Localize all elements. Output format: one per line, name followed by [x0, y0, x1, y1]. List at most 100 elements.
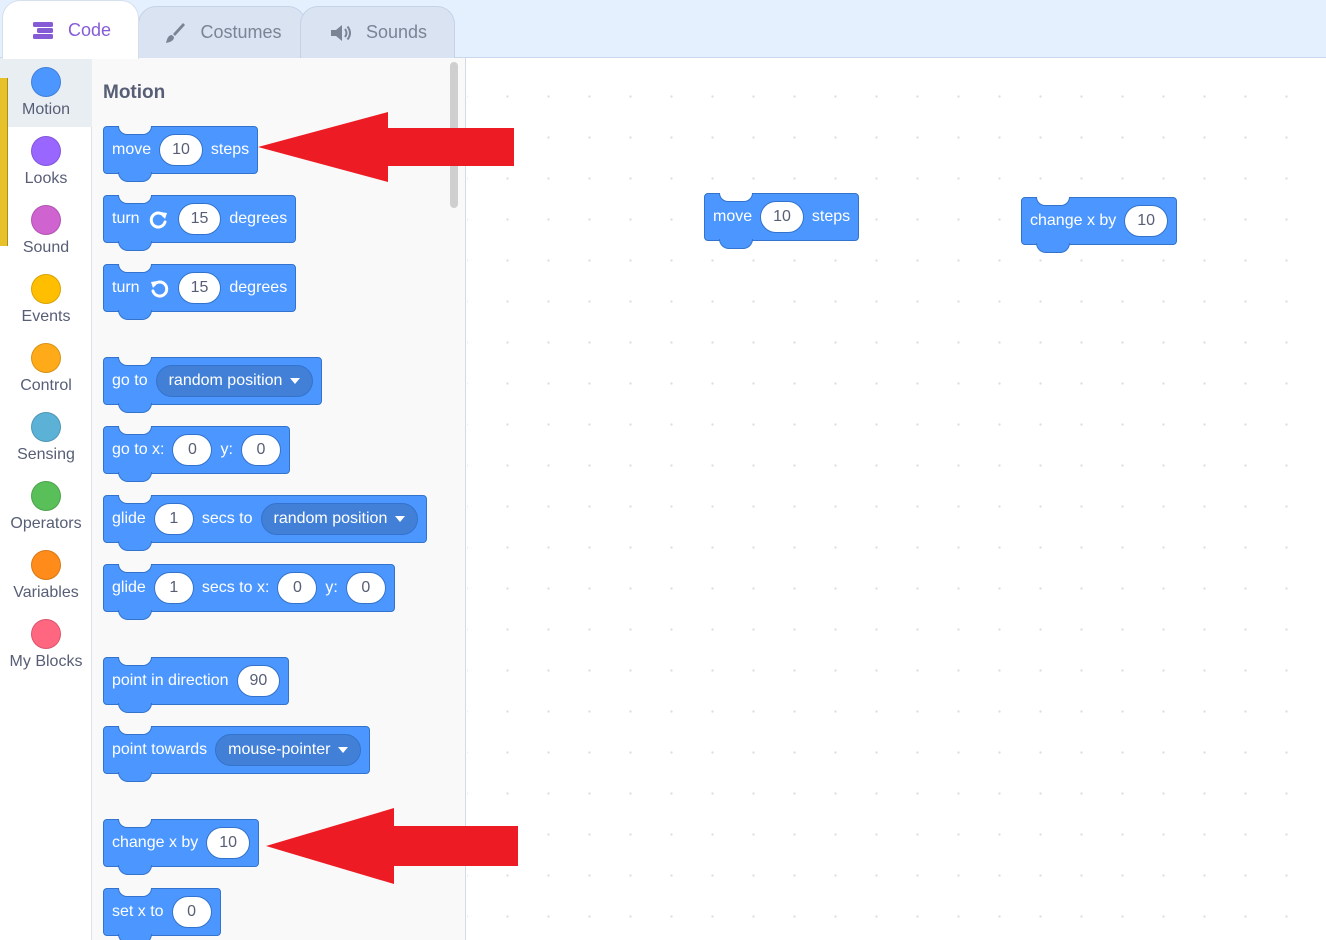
direction-input[interactable]: 90 — [236, 665, 281, 697]
block-text: change x by — [112, 834, 199, 851]
go-to-xy-block[interactable]: go to x: 0 y: 0 — [103, 426, 290, 482]
change-x-input[interactable]: 10 — [206, 827, 251, 859]
tab-code-label: Code — [67, 19, 112, 40]
y-input[interactable]: 0 — [345, 572, 386, 604]
block-text: turn — [112, 279, 140, 296]
turn-right-block[interactable]: turn 15 degrees — [103, 195, 297, 251]
category-sensing[interactable]: Sensing — [0, 403, 92, 472]
secs-input[interactable]: 1 — [153, 572, 194, 604]
category-my-blocks[interactable]: My Blocks — [0, 610, 92, 679]
workspace-move-steps-block[interactable]: move 10 steps — [704, 193, 860, 249]
degrees-input[interactable]: 15 — [177, 272, 222, 304]
category-variables[interactable]: Variables — [0, 541, 92, 610]
block-text: y: — [220, 441, 233, 458]
tab-costumes[interactable]: Costumes — [138, 6, 306, 58]
block-text: point towards — [112, 741, 208, 758]
category-label: Looks — [24, 170, 68, 187]
target-dropdown[interactable]: random position — [260, 503, 419, 535]
category-motion[interactable]: Motion — [0, 58, 92, 127]
tab-sounds[interactable]: Sounds — [300, 6, 455, 58]
block-text: secs to x: — [201, 579, 270, 596]
block-text: y: — [325, 579, 338, 596]
change-x-input[interactable]: 10 — [1124, 205, 1169, 237]
annotation-arrow-icon — [258, 112, 514, 182]
category-label: Events — [21, 308, 71, 325]
point-towards-block[interactable]: point towards mouse-pointer — [103, 726, 371, 782]
turn-left-block[interactable]: turn 15 degrees — [103, 264, 297, 320]
category-events[interactable]: Events — [0, 265, 92, 334]
category-menu: Motion Looks Sound Events Control Sensin… — [0, 58, 92, 940]
palette-category-title: Motion — [103, 82, 166, 103]
point-in-direction-block[interactable]: point in direction 90 — [103, 657, 290, 713]
chevron-down-icon — [290, 378, 301, 384]
category-looks[interactable]: Looks — [0, 127, 92, 196]
set-x-input[interactable]: 0 — [171, 896, 212, 928]
secs-input[interactable]: 1 — [153, 503, 194, 535]
chevron-down-icon — [395, 516, 406, 522]
block-text: turn — [112, 210, 140, 227]
speaker-icon — [330, 24, 351, 41]
block-text: move — [112, 141, 152, 158]
looks-category-icon — [31, 136, 61, 166]
operators-category-icon — [31, 481, 61, 511]
category-label: Variables — [13, 584, 79, 601]
sound-category-icon — [31, 205, 61, 235]
category-sound[interactable]: Sound — [0, 196, 92, 265]
block-text: go to — [112, 372, 148, 389]
y-input[interactable]: 0 — [240, 434, 281, 466]
block-text: point in direction — [112, 672, 229, 689]
change-x-block[interactable]: change x by 10 — [103, 819, 260, 875]
target-dropdown[interactable]: random position — [155, 365, 314, 397]
x-input[interactable]: 0 — [172, 434, 213, 466]
category-label: Motion — [21, 101, 71, 118]
script-workspace[interactable]: move 10 steps change x by 10 — [467, 58, 1326, 940]
events-category-icon — [31, 274, 61, 304]
degrees-input[interactable]: 15 — [177, 203, 222, 235]
chevron-down-icon — [338, 747, 349, 753]
sensing-category-icon — [31, 412, 61, 442]
block-text: degrees — [229, 279, 288, 296]
category-operators[interactable]: Operators — [0, 472, 92, 541]
block-text: set x to — [112, 903, 164, 920]
code-icon — [32, 22, 53, 39]
block-palette: Motion move 10 steps turn 15 degrees tur… — [92, 58, 466, 940]
tab-sounds-label: Sounds — [365, 22, 428, 42]
category-label: My Blocks — [9, 653, 83, 670]
category-control[interactable]: Control — [0, 334, 92, 403]
category-label: Sensing — [17, 446, 75, 463]
category-label: Sound — [22, 239, 70, 256]
paintbrush-icon — [166, 22, 186, 43]
steps-input[interactable]: 10 — [159, 134, 203, 166]
dropdown-value: random position — [168, 372, 283, 389]
category-label: Operators — [10, 515, 82, 532]
steps-input[interactable]: 10 — [760, 201, 804, 233]
workspace-change-x-block[interactable]: change x by 10 — [1021, 197, 1178, 253]
rotate-left-icon — [150, 280, 168, 298]
editor-tab-bar: Code Costumes Sounds — [0, 0, 1326, 59]
rotate-right-icon — [149, 211, 167, 229]
move-steps-block[interactable]: move 10 steps — [103, 126, 259, 182]
block-text: glide — [112, 510, 146, 527]
block-text: glide — [112, 579, 146, 596]
glide-xy-block[interactable]: glide 1 secs to x: 0 y: 0 — [103, 564, 395, 620]
tab-costumes-label: Costumes — [200, 22, 282, 42]
tab-code[interactable]: Code — [2, 0, 139, 59]
category-highlight-bar — [0, 78, 8, 246]
block-text: steps — [811, 208, 851, 225]
motion-category-icon — [31, 67, 61, 97]
category-label: Control — [20, 377, 72, 394]
glide-to-block[interactable]: glide 1 secs to random position — [103, 495, 428, 551]
block-text: go to x: — [112, 441, 165, 458]
block-text: steps — [210, 141, 250, 158]
block-text: secs to — [201, 510, 253, 527]
my-blocks-category-icon — [31, 619, 61, 649]
set-x-block[interactable]: set x to 0 — [103, 888, 221, 940]
go-to-block[interactable]: go to random position — [103, 357, 323, 413]
block-text: move — [713, 208, 753, 225]
control-category-icon — [31, 343, 61, 373]
variables-category-icon — [31, 550, 61, 580]
dropdown-value: random position — [273, 510, 388, 527]
block-text: change x by — [1030, 212, 1117, 229]
x-input[interactable]: 0 — [277, 572, 318, 604]
target-dropdown[interactable]: mouse-pointer — [215, 734, 362, 766]
